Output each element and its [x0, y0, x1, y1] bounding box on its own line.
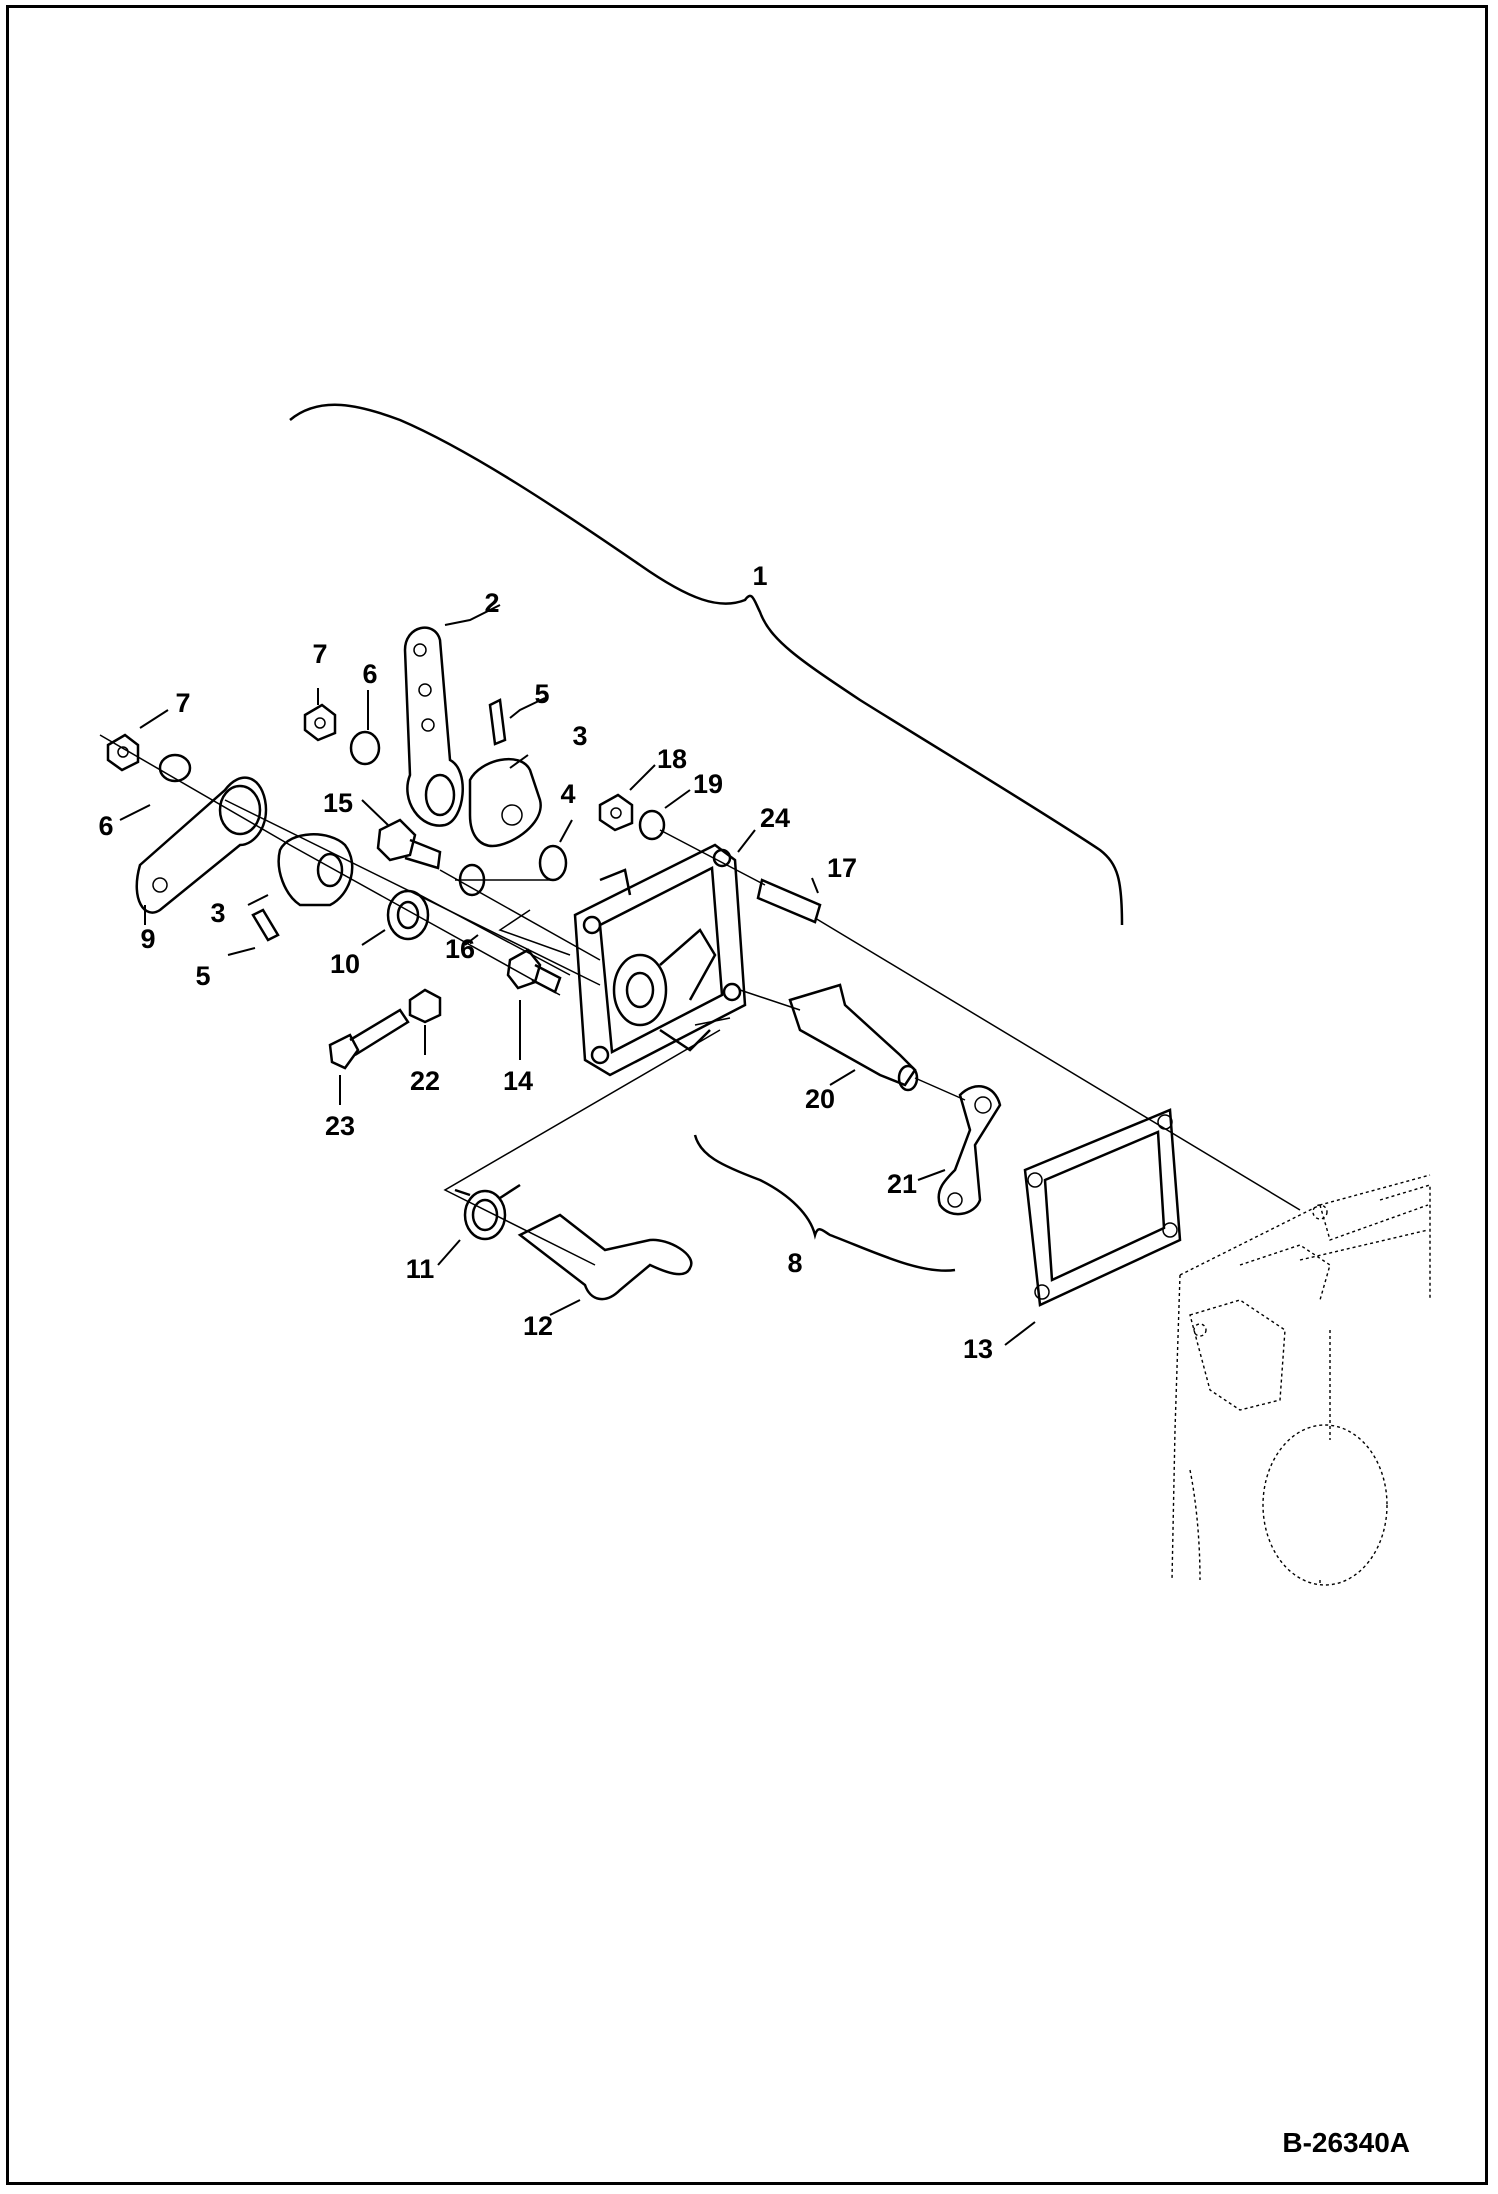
- callout-3b: 3: [210, 898, 225, 928]
- lever-arm-upper: [468, 698, 542, 848]
- washer-6-upper: [349, 730, 381, 766]
- callout-5b: 5: [195, 961, 210, 991]
- assembly-guide-lines: [99, 734, 1301, 1266]
- diagram-frame: [6, 5, 1488, 2185]
- callout-19: 19: [693, 769, 723, 799]
- gasket: [1023, 1108, 1182, 1307]
- callout-3a: 3: [572, 721, 587, 751]
- callout-4: 4: [560, 779, 575, 809]
- speed-lever: [403, 626, 464, 827]
- leader-lines: [119, 604, 1036, 1346]
- bolt-15: [376, 818, 442, 870]
- callout-21: 21: [887, 1169, 917, 1199]
- callout-7b: 7: [175, 688, 190, 718]
- figure-code: B-26340A: [1282, 2127, 1410, 2158]
- oil-seal: [386, 889, 430, 941]
- washer-19: [638, 809, 666, 841]
- callout-18: 18: [657, 744, 687, 774]
- callout-10: 10: [330, 949, 360, 979]
- nut-18: [598, 793, 634, 832]
- callout-6a: 6: [362, 659, 377, 689]
- stud-17: [756, 878, 822, 924]
- callout-5a: 5: [534, 679, 549, 709]
- callout-11: 11: [406, 1254, 435, 1284]
- lever-arm-lower: [251, 833, 354, 942]
- callout-2: 2: [484, 588, 499, 618]
- bolt-24: [328, 1008, 410, 1070]
- callout-7a: 7: [312, 639, 327, 669]
- assembly-1-bracket: [289, 403, 1124, 926]
- governor-spring: [454, 1183, 521, 1241]
- callout-24: 23: [325, 1111, 355, 1141]
- lever-arm-left: [135, 776, 268, 914]
- callout-14: 14: [503, 1066, 533, 1096]
- callout-12: 12: [523, 1311, 553, 1341]
- callout-15: 15: [323, 788, 353, 818]
- callout-22: 24: [760, 803, 790, 833]
- engine-block: [1171, 1174, 1431, 1586]
- callout-9: 9: [140, 924, 155, 954]
- callout-13: 13: [963, 1334, 993, 1364]
- callout-6b: 6: [98, 811, 113, 841]
- nut-7-upper: [303, 703, 337, 742]
- o-ring: [538, 844, 568, 882]
- washer-6-left: [158, 753, 192, 783]
- nut-7-left: [106, 733, 140, 772]
- governor-shaft: [788, 983, 919, 1092]
- callout-16: 16: [445, 934, 475, 964]
- nut-23: [408, 988, 442, 1024]
- governor-lever: [937, 1085, 1002, 1216]
- callout-20: 20: [805, 1084, 835, 1114]
- lever-shaft: [517, 1213, 693, 1301]
- callout-8: 8: [787, 1248, 802, 1278]
- callout-17: 17: [827, 853, 857, 883]
- callout-23: 22: [410, 1066, 440, 1096]
- callout-1: 1: [752, 561, 767, 591]
- governor-cover: [573, 843, 747, 1077]
- assembly-8-bracket: [693, 1134, 956, 1272]
